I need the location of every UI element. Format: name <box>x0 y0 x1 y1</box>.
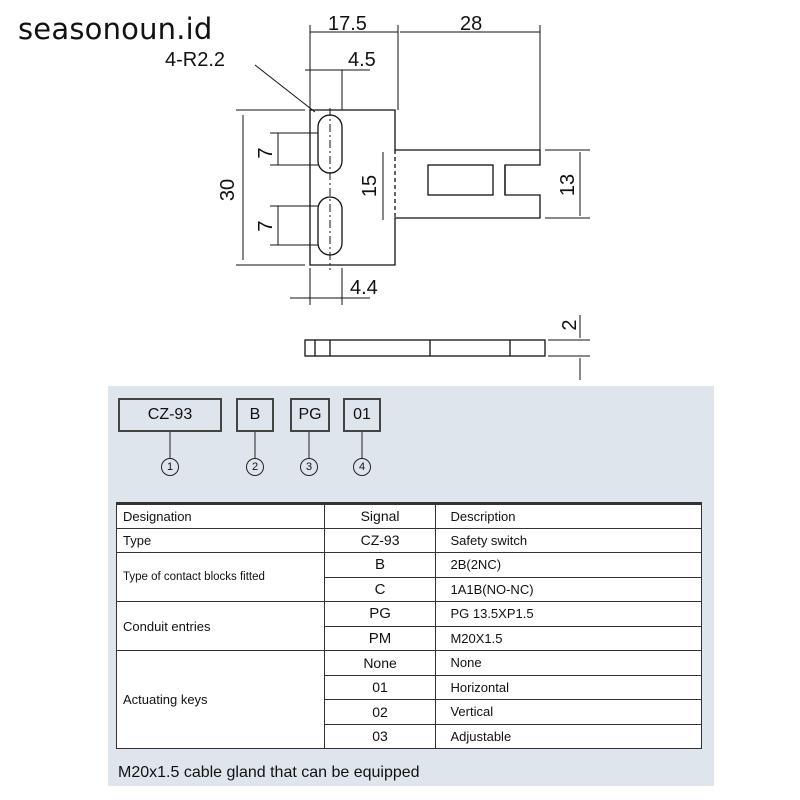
marker-2: 2 <box>246 458 264 476</box>
dim-7-top: 7 <box>255 147 277 158</box>
marker-4: 4 <box>353 458 371 476</box>
row-signal: C <box>323 576 437 602</box>
dim-4-5: 4.5 <box>348 49 376 71</box>
dim-4-r2-2: 4-R2.2 <box>165 49 225 71</box>
technical-drawing: 17.5 28 4-R2.2 4.5 7 30 15 13 7 4.4 2 <box>165 13 590 380</box>
code-box-model: CZ-93 <box>118 398 222 432</box>
row-signal: PG <box>323 601 437 627</box>
table-row: Conduit entries PG PG 13.5XP1.5 <box>116 601 702 651</box>
dim-7-bottom: 7 <box>255 220 277 231</box>
dim-13: 13 <box>557 174 579 196</box>
table-row: 01 Horizontal <box>117 674 702 700</box>
dim-15: 15 <box>359 175 381 197</box>
dim-30: 30 <box>217 179 239 201</box>
code-box-conduit: PG <box>290 398 330 432</box>
watermark-text: seasonoun.id <box>18 12 213 46</box>
table-row: Type CZ-93 Safety switch <box>116 527 702 553</box>
row-description: Vertical <box>435 699 702 725</box>
code-connector-lines <box>169 432 363 458</box>
row-signal: 02 <box>323 699 437 725</box>
table-row: Actuating keys None None <box>116 650 702 749</box>
marker-3: 3 <box>300 458 318 476</box>
dim-4-4: 4.4 <box>350 277 378 299</box>
row-label-keys: Actuating keys <box>116 650 325 749</box>
row-signal: CZ-93 <box>323 527 437 553</box>
designation-table: Designation Signal Description Type CZ-9… <box>116 502 702 749</box>
dim-2: 2 <box>559 319 581 330</box>
row-signal: B <box>323 552 437 578</box>
row-signal: 03 <box>323 723 437 749</box>
code-box-contact: B <box>236 398 274 432</box>
row-description: Horizontal <box>435 674 702 700</box>
row-description: None <box>435 650 702 676</box>
row-description: 1A1B(NO-NC) <box>435 576 702 602</box>
row-label-contact: Type of contact blocks fitted <box>116 552 325 602</box>
table-row: Type of contact blocks fitted B 2B(2NC) <box>116 552 702 602</box>
row-label-type: Type <box>116 527 325 553</box>
key-slot-rect <box>427 164 494 196</box>
row-signal: PM <box>323 625 437 651</box>
table-row: 03 Adjustable <box>117 723 702 749</box>
row-signal: 01 <box>323 674 437 700</box>
header-description: Description <box>435 502 702 529</box>
table-header-row: Designation Signal Description <box>116 502 702 529</box>
footer-note: M20x1.5 cable gland that can be equipped <box>118 764 420 781</box>
marker-1: 1 <box>161 458 179 476</box>
row-description: Safety switch <box>435 527 702 553</box>
header-signal: Signal <box>323 502 437 529</box>
row-description: PG 13.5XP1.5 <box>435 601 702 627</box>
row-description: Adjustable <box>435 723 702 749</box>
row-description: 2B(2NC) <box>435 552 702 578</box>
row-description: M20X1.5 <box>435 625 702 651</box>
dim-17-5: 17.5 <box>328 13 367 35</box>
header-designation: Designation <box>116 502 325 529</box>
table-row: 02 Vertical <box>117 699 702 725</box>
table-row: PM M20X1.5 <box>117 625 702 651</box>
side-view-plate <box>304 339 546 357</box>
table-row: C 1A1B(NO-NC) <box>117 576 702 602</box>
row-signal: None <box>323 650 437 676</box>
code-box-key: 01 <box>343 398 381 432</box>
row-label-conduit: Conduit entries <box>116 601 325 651</box>
dim-28: 28 <box>460 13 482 35</box>
